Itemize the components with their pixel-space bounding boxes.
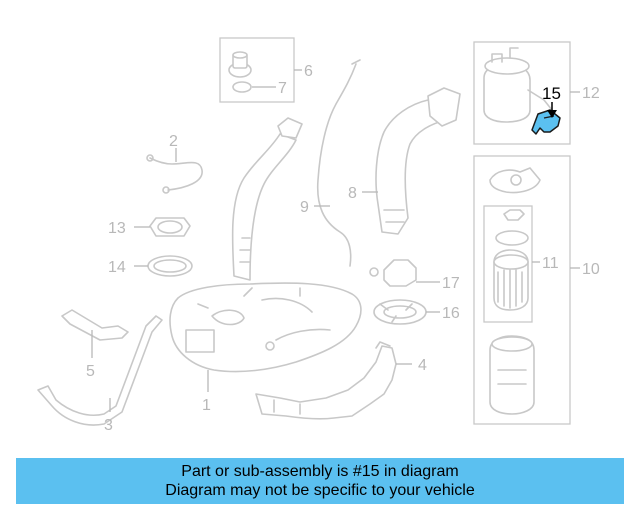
lock-ring-part-13 — [149, 217, 191, 237]
leader-15-arrowhead — [547, 110, 557, 118]
fuel-system-parts-diagram: 1 2 3 4 5 6 7 8 9 10 11 12 13 14 15 16 1… — [37, 37, 600, 434]
vent-line-part-9 — [316, 59, 361, 267]
pump-module-part-10 — [489, 167, 541, 415]
fuel-cap-part-6 — [228, 51, 252, 78]
filler-neck — [231, 117, 303, 281]
callout-2: 2 — [169, 133, 178, 150]
sensor-part-2 — [146, 154, 203, 194]
heat-shield-part-4 — [255, 341, 397, 420]
callout-14: 14 — [108, 259, 126, 276]
banner-line-1: Part or sub-assembly is #15 in diagram — [181, 463, 459, 480]
o-ring-part-7 — [232, 81, 252, 93]
callout-6: 6 — [304, 63, 313, 80]
group-box-11 — [483, 205, 533, 323]
fuel-pump-part-12 — [483, 47, 553, 123]
callout-8: 8 — [348, 185, 357, 202]
callout-9: 9 — [300, 199, 309, 216]
callout-17: 17 — [442, 275, 460, 292]
clip-part-15-highlighted[interactable] — [531, 109, 561, 135]
filter-part-11 — [493, 209, 529, 311]
valve-part-17 — [369, 259, 417, 287]
callout-16: 16 — [442, 305, 460, 322]
tank-strap-part-3 — [37, 315, 163, 426]
callout-4: 4 — [418, 357, 427, 374]
callout-13: 13 — [108, 220, 126, 237]
tank-strap-part-5 — [61, 309, 129, 341]
callout-12: 12 — [582, 85, 600, 102]
group-box-10 — [473, 155, 571, 425]
group-box-12 — [473, 41, 571, 145]
callout-11: 11 — [542, 255, 559, 272]
fuel-tank-part-1 — [169, 282, 362, 373]
filler-pipe-part-8 — [375, 87, 461, 235]
callout-10: 10 — [582, 261, 600, 278]
callout-3: 3 — [104, 417, 113, 434]
gasket-part-14 — [147, 255, 193, 277]
callout-1: 1 — [202, 397, 211, 414]
callout-7: 7 — [278, 80, 287, 97]
lock-ring-part-16 — [373, 299, 427, 325]
info-banner: Part or sub-assembly is #15 in diagram D… — [16, 458, 624, 504]
callout-5: 5 — [86, 363, 95, 380]
callout-15[interactable]: 15 — [542, 84, 561, 103]
banner-line-2: Diagram may not be specific to your vehi… — [165, 482, 475, 499]
